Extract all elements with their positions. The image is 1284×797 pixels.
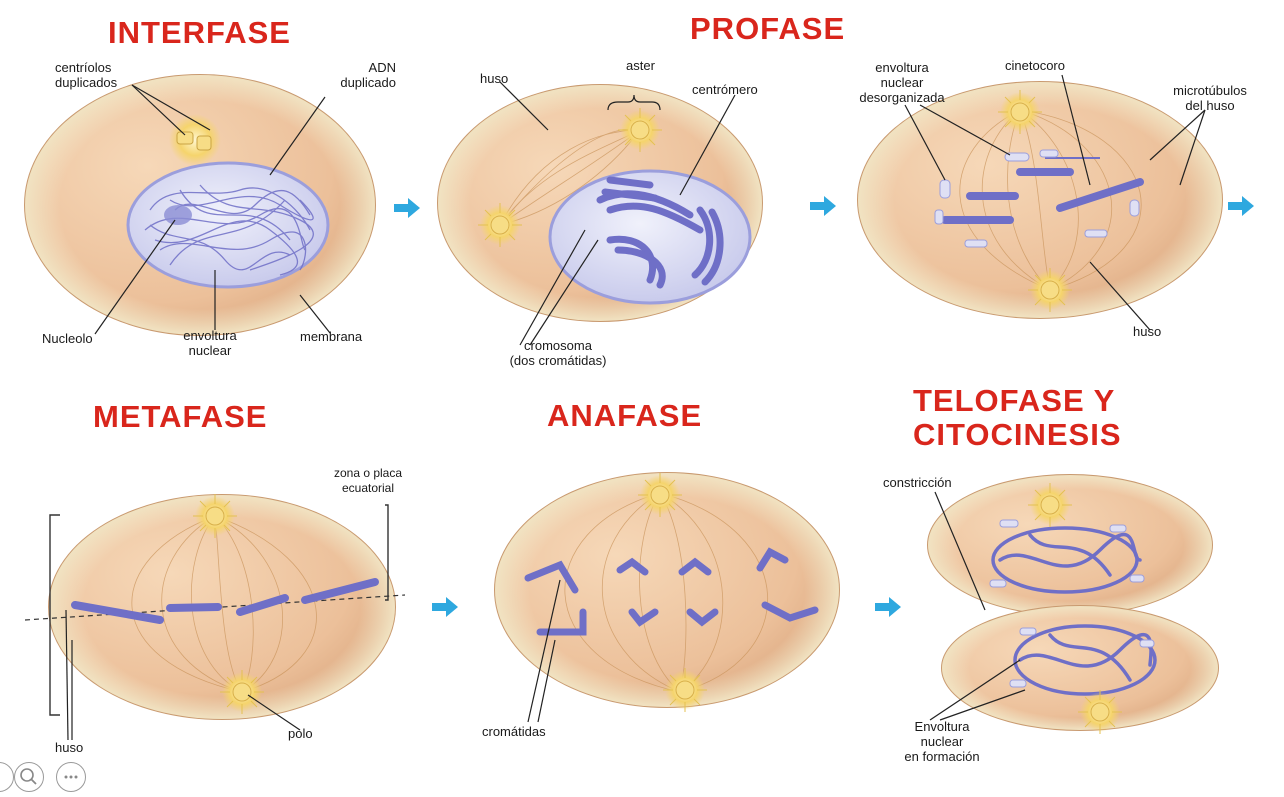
- telofase-cells: [928, 475, 1218, 734]
- title-anafase: ANAFASE: [547, 399, 702, 433]
- label-cromatidas: cromátidas: [482, 724, 546, 739]
- title-interfase: INTERFASE: [108, 16, 291, 50]
- label-cromosoma: cromosoma (dos cromátidas): [478, 338, 638, 368]
- zoom-icon: [15, 763, 43, 791]
- more-button[interactable]: [56, 762, 86, 792]
- label-centriolos: centríolos duplicados: [55, 60, 117, 90]
- label-zona-ecuatorial: zona o placa ecuatorial: [318, 466, 418, 496]
- title-telofase: TELOFASE Y CITOCINESIS: [913, 384, 1122, 452]
- zoom-button[interactable]: [14, 762, 44, 792]
- label-huso-prometafase: huso: [1133, 324, 1161, 339]
- label-envoltura-desorganizada: envoltura nuclear desorganizada: [832, 60, 972, 105]
- arrow-icon: [875, 597, 901, 617]
- title-metafase: METAFASE: [93, 400, 268, 434]
- label-membrana: membrana: [300, 329, 362, 344]
- anafase-cell: [495, 473, 839, 712]
- arrow-icon: [810, 196, 836, 216]
- more-icon: [57, 763, 85, 791]
- interfase-cell: [25, 75, 375, 335]
- label-centromero: centrómero: [692, 82, 758, 97]
- arrow-icon: [394, 198, 420, 218]
- label-constriccion: constricción: [883, 475, 952, 490]
- label-envoltura-formacion: Envoltura nuclear en formación: [880, 719, 1004, 764]
- profase-cell: [438, 85, 762, 321]
- label-polo: polo: [288, 726, 313, 741]
- label-huso-profase: huso: [480, 71, 508, 86]
- arrow-icon: [1228, 196, 1254, 216]
- label-aster: aster: [626, 58, 655, 73]
- label-microtubulos: microtúbulos del huso: [1148, 83, 1272, 113]
- label-adn: ADN duplicado: [300, 60, 396, 90]
- title-profase: PROFASE: [690, 12, 845, 46]
- label-huso-metafase: huso: [55, 740, 83, 755]
- metafase-cell: [25, 494, 405, 719]
- label-envoltura: envoltura nuclear: [160, 328, 260, 358]
- label-nucleolo: Nucleolo: [42, 331, 93, 346]
- label-cinetocoro: cinetocoro: [1005, 58, 1065, 73]
- arrow-icon: [432, 597, 458, 617]
- prometafase-cell: [858, 82, 1222, 318]
